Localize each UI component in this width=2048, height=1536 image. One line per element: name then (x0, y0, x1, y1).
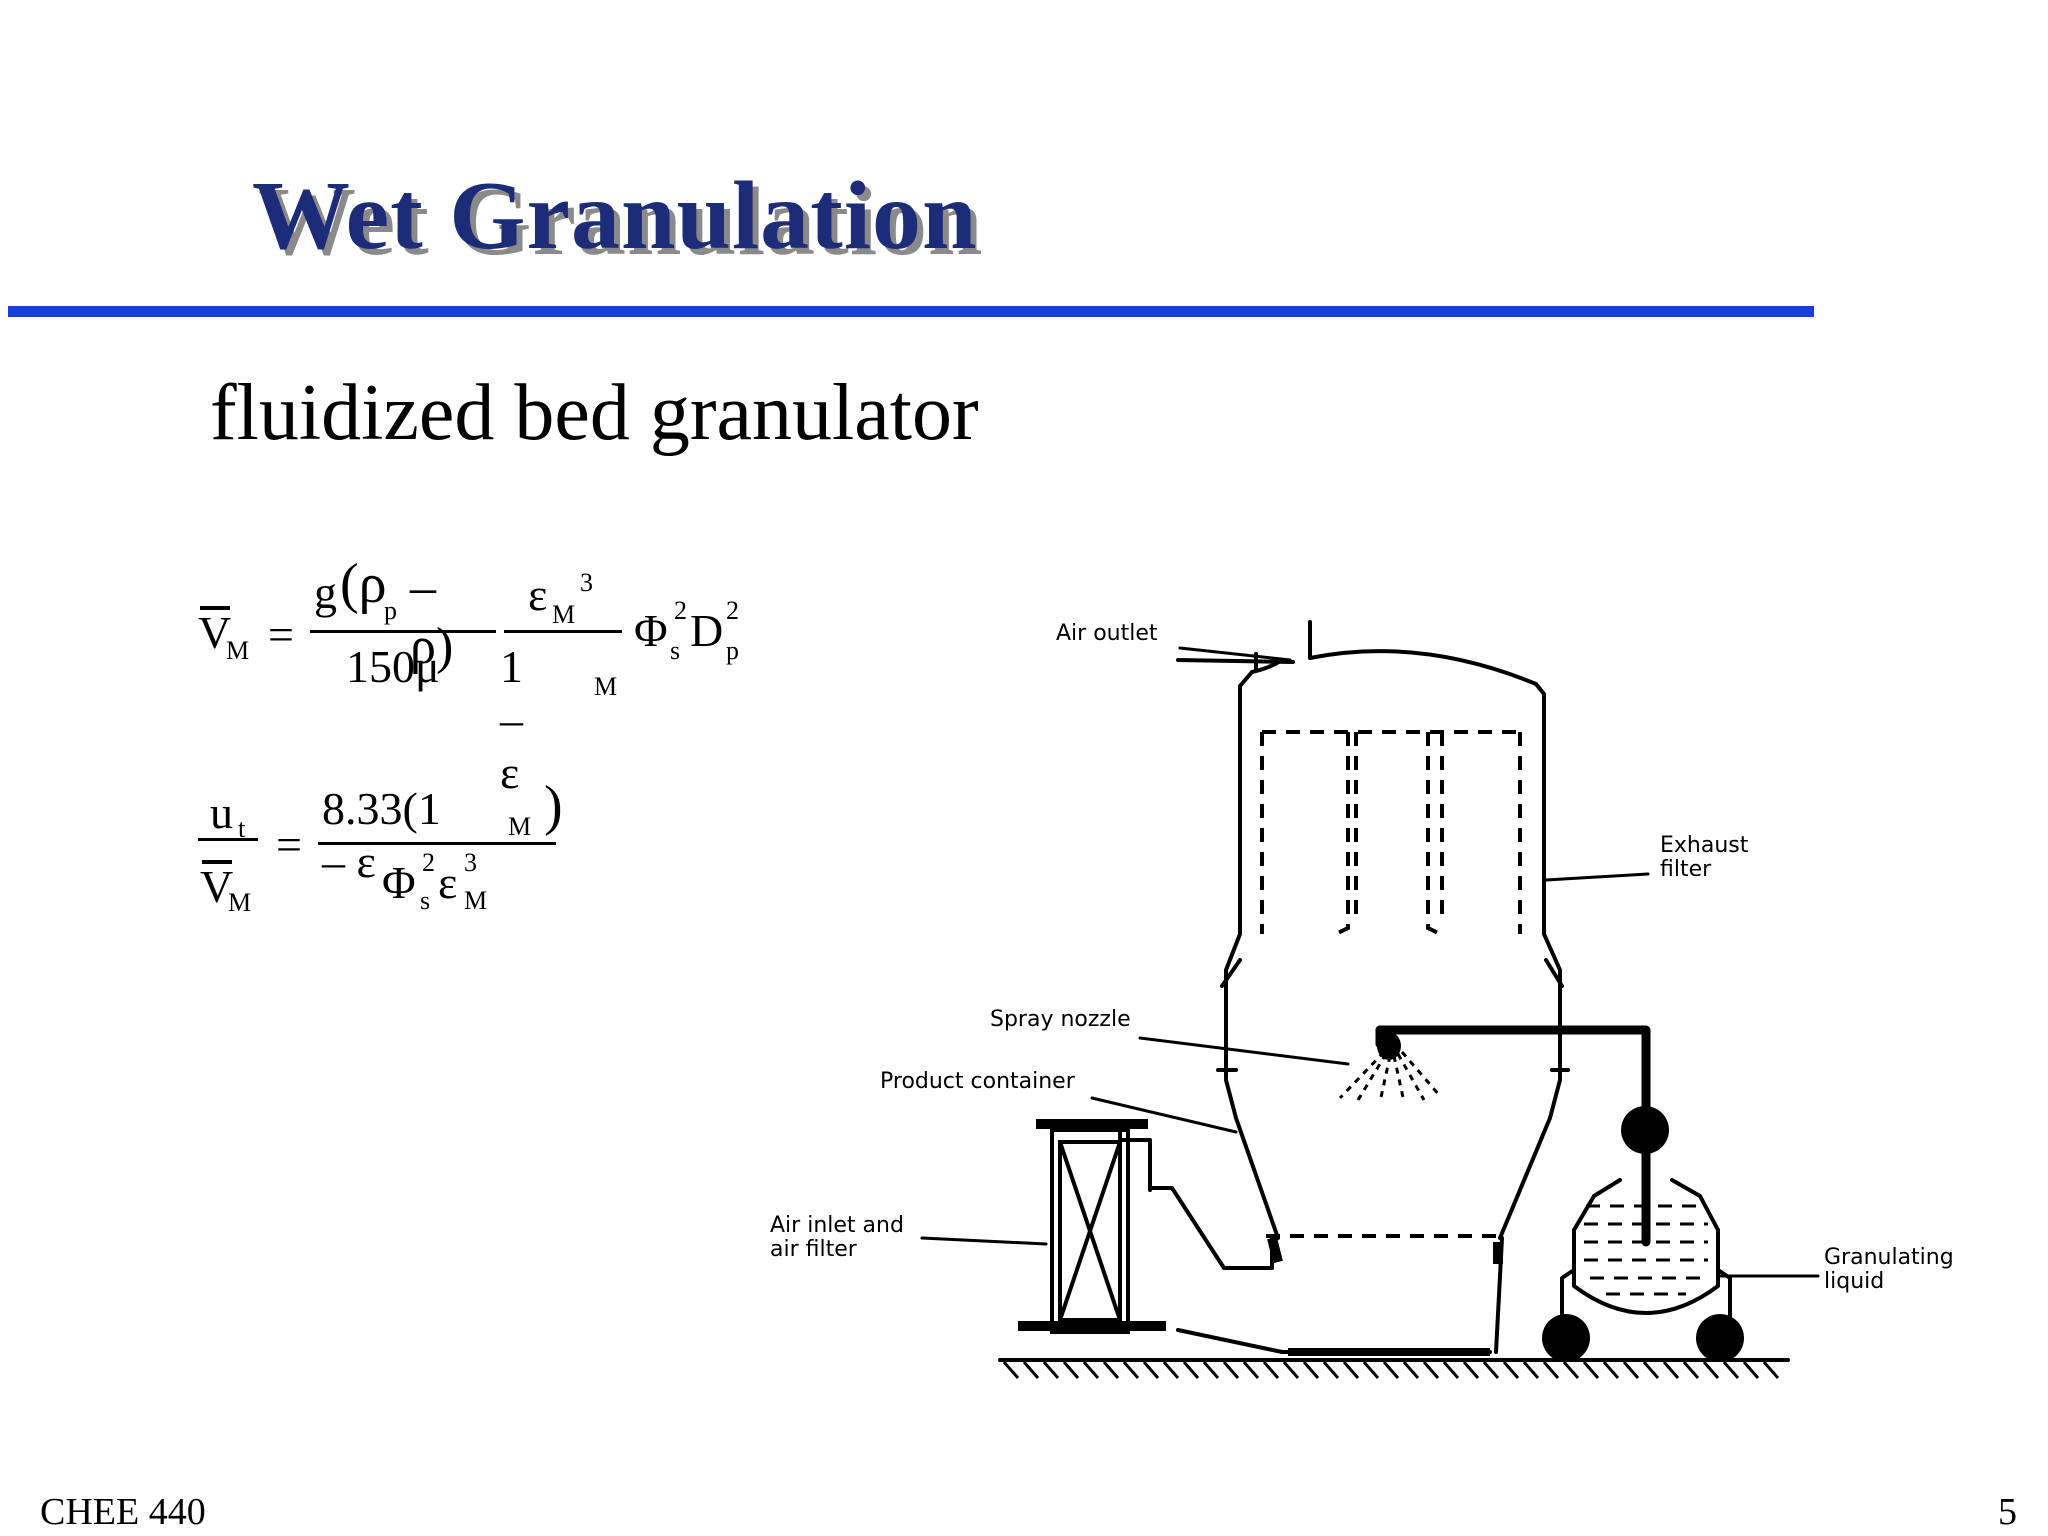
eq2-den-phi-sub: s (420, 886, 431, 915)
eq1-phi-sub: s (670, 636, 681, 665)
label-granulating-liquid-2: liquid (1824, 1269, 1884, 1294)
eq1-equals: = (268, 609, 294, 660)
eq1-den2: 1 – ε (500, 641, 523, 798)
eq2-lhs-line (198, 838, 258, 841)
eq1-num1-g: g (314, 567, 337, 618)
eq1-lhs: V (198, 607, 232, 658)
eq1-num2-sup: 3 (580, 568, 593, 597)
eq2-den-phi-sup: 2 (422, 848, 435, 877)
eq1-d: D (690, 605, 724, 656)
eq1-num1-rest: – ρ) (410, 559, 454, 675)
label-granulating-liquid-1: Granulating (1824, 1245, 1954, 1270)
eq2-den-eps-sub: M (464, 886, 488, 915)
eq1-den1: 150μ (346, 641, 440, 692)
label-air-inlet-2: air filter (770, 1237, 858, 1262)
label-exhaust-filter-1: Exhaust (1660, 833, 1749, 858)
eq1-num2-sub: M (552, 600, 576, 629)
eq2-lhs-num: u (210, 787, 233, 838)
eq2-den-eps-sup: 3 (464, 848, 477, 877)
eq1-num2: ε (528, 569, 548, 620)
eq2-den-phi: Φ (382, 857, 416, 908)
eq2-lhs-den-sub: M (228, 888, 252, 917)
eq1-d-sup: 2 (726, 596, 739, 625)
eq1-phi: Φ (634, 605, 668, 656)
eq1-phi-sup: 2 (674, 596, 687, 625)
label-air-inlet-1: Air inlet and (770, 1213, 904, 1238)
title-rule (8, 306, 1814, 317)
footer-course: CHEE 440 (40, 1491, 206, 1533)
eq1-num1-sub: p (384, 596, 397, 625)
label-spray-nozzle: Spray nozzle (990, 1007, 1131, 1032)
slide-subtitle: fluidized bed granulator (210, 369, 979, 457)
footer-page-number: 5 (1998, 1491, 2017, 1533)
eq2-equals: = (276, 819, 302, 870)
slide-title: Wet Granulation (252, 162, 978, 270)
eq2-num-sub: M (508, 812, 532, 841)
eq1-frac2-line (504, 630, 622, 633)
eq2-den-eps: ε (438, 857, 458, 908)
eq2-lhs-den: V (200, 861, 234, 912)
eq2-lhs-num-sub: t (238, 814, 246, 843)
eq1-frac1-line (310, 630, 496, 633)
label-product-container: Product container (880, 1069, 1076, 1094)
label-air-outlet: Air outlet (1056, 621, 1158, 646)
eq1-lhs-sub: M (226, 636, 250, 665)
eq2-frac-line (318, 842, 556, 845)
label-exhaust-filter-2: filter (1660, 857, 1712, 882)
eq1-num1-paren: (ρ (340, 553, 387, 615)
eq1-den2-sub: M (594, 672, 618, 701)
eq2-num-close: ) (544, 775, 563, 837)
eq1-d-sub: p (726, 636, 739, 665)
